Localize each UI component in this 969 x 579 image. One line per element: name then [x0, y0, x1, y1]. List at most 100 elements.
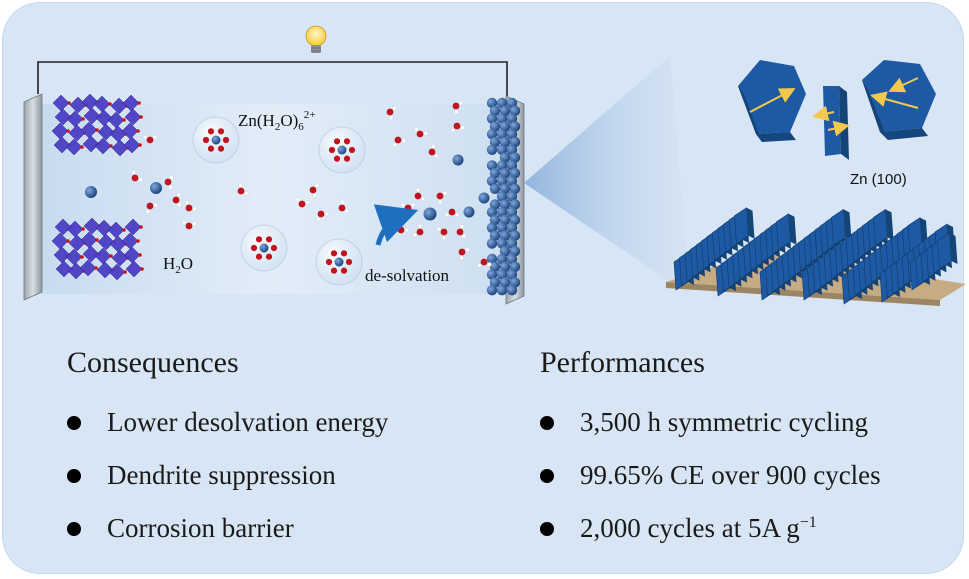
hydrogen-atom: [192, 221, 197, 226]
zinc-atom: [486, 97, 498, 109]
solvated-zinc-ions: [192, 116, 460, 286]
magnification-cone: [524, 56, 690, 295]
hydrogen-atom: [184, 200, 190, 205]
zinc-atom: [496, 175, 508, 187]
cathode-polyhedron: [53, 136, 71, 154]
zinc-atom: [489, 230, 501, 241]
oxygen-atom: [217, 145, 225, 152]
hydrogen-atom: [340, 199, 345, 205]
oxygen-atom: [139, 115, 143, 119]
water-formula-label: H2O: [163, 254, 193, 276]
zinc-atom: [506, 191, 518, 202]
oxygen-atom: [81, 117, 85, 121]
zinc-atom: [489, 121, 501, 132]
hydrogen-atom: [420, 196, 426, 202]
hydrogen-atom: [459, 255, 464, 261]
cathode-polyhedron: [96, 261, 114, 279]
oxygen-atom: [458, 248, 466, 256]
hydrogen-atom: [177, 202, 182, 208]
zinc-atom: [506, 253, 518, 265]
oxygen-atom: [448, 208, 456, 216]
zinc-atom: [496, 113, 508, 124]
oxygen-atom: [109, 254, 113, 258]
cathode-polyhedron: [54, 108, 72, 126]
oxygen-atom: [136, 239, 140, 243]
zinc-atom: [489, 261, 501, 272]
hydrogen-atom: [316, 216, 321, 222]
oxygen-atom: [317, 210, 325, 218]
zinc-platelet-side: [843, 209, 852, 241]
oxygen-atom: [330, 267, 338, 274]
oxygen-atom: [109, 144, 113, 148]
zinc-platelet-side: [746, 207, 755, 239]
zinc-atom: [486, 160, 498, 171]
hydrogen-atom: [414, 127, 419, 132]
hydrogen-atom: [434, 153, 439, 158]
hydrogen-atom: [487, 262, 492, 267]
hydrogen-atom: [138, 177, 143, 182]
zinc-atom: [496, 207, 508, 218]
oxygen-atom: [394, 136, 402, 144]
crystal-grain: [862, 60, 936, 140]
zinc-crystal-grains: [738, 60, 936, 160]
oxygen-atom: [95, 128, 99, 132]
zinc-atom: [486, 113, 498, 124]
zinc-platelet-side: [788, 213, 797, 245]
hydrogen-atom: [401, 138, 406, 144]
oxygen-atom: [298, 200, 306, 208]
zinc-atom: [496, 269, 508, 280]
cathode-polyhedron: [83, 217, 101, 235]
oxygen-atom: [265, 253, 273, 260]
hydrogen-atom: [400, 202, 406, 208]
cathode-polyhedron: [54, 218, 72, 236]
zinc-atom: [506, 222, 518, 233]
bullet-icon: [67, 416, 81, 430]
aligned-zinc-deposit: [666, 207, 966, 306]
cathode-polyhedron: [83, 107, 101, 125]
zinc-atom: [486, 238, 498, 249]
hydrogen-atom: [324, 211, 330, 217]
water-molecules: [131, 100, 492, 268]
zinc-atom: [509, 277, 521, 288]
oxygen-atom: [333, 138, 341, 145]
hydrogen-atom: [444, 212, 450, 218]
zinc-atom: [506, 285, 518, 296]
hydrogen-atom: [461, 234, 467, 239]
crystal-grain: [812, 86, 850, 160]
oxygen-atom: [404, 204, 412, 212]
oxygen-atom: [255, 253, 263, 260]
hydrogen-atom: [176, 192, 181, 198]
zinc-atom: [509, 168, 521, 179]
hydrogen-atom: [152, 134, 158, 140]
oxygen-atom: [122, 228, 126, 232]
hydrogen-atom: [459, 224, 465, 229]
bullet-icon: [540, 522, 554, 536]
cathode-polyhedron: [94, 137, 112, 155]
zinc-atom: [499, 105, 511, 117]
oxygen-atom: [207, 128, 215, 135]
zinc-atom: [496, 144, 508, 155]
zinc-atom: [489, 183, 501, 194]
zinc-atom: [496, 285, 508, 296]
hydrogen-atom: [410, 202, 416, 208]
oxygen-atom: [146, 202, 154, 210]
hydrogen-atom: [415, 187, 421, 193]
hydrogen-atom: [168, 184, 173, 190]
zinc-atom: [489, 277, 501, 288]
zinc-atom: [509, 230, 521, 241]
oxygen-atom: [237, 187, 245, 195]
cathode-polyhedron: [65, 138, 83, 156]
oxygen-atom: [309, 186, 317, 194]
zinc-atom: [509, 214, 521, 226]
hydrogen-atom: [312, 193, 318, 198]
cathode-framework: [51, 93, 162, 281]
oxygen-atom: [185, 204, 193, 212]
light-bulb-icon: [305, 25, 327, 53]
zinc-atom: [486, 175, 498, 187]
zinc-atom: [506, 175, 518, 187]
hydrogen-atom: [423, 131, 428, 136]
oxygen-atom: [255, 236, 263, 243]
hydrogen-atom: [153, 202, 158, 208]
oxygen-atom: [386, 108, 394, 116]
